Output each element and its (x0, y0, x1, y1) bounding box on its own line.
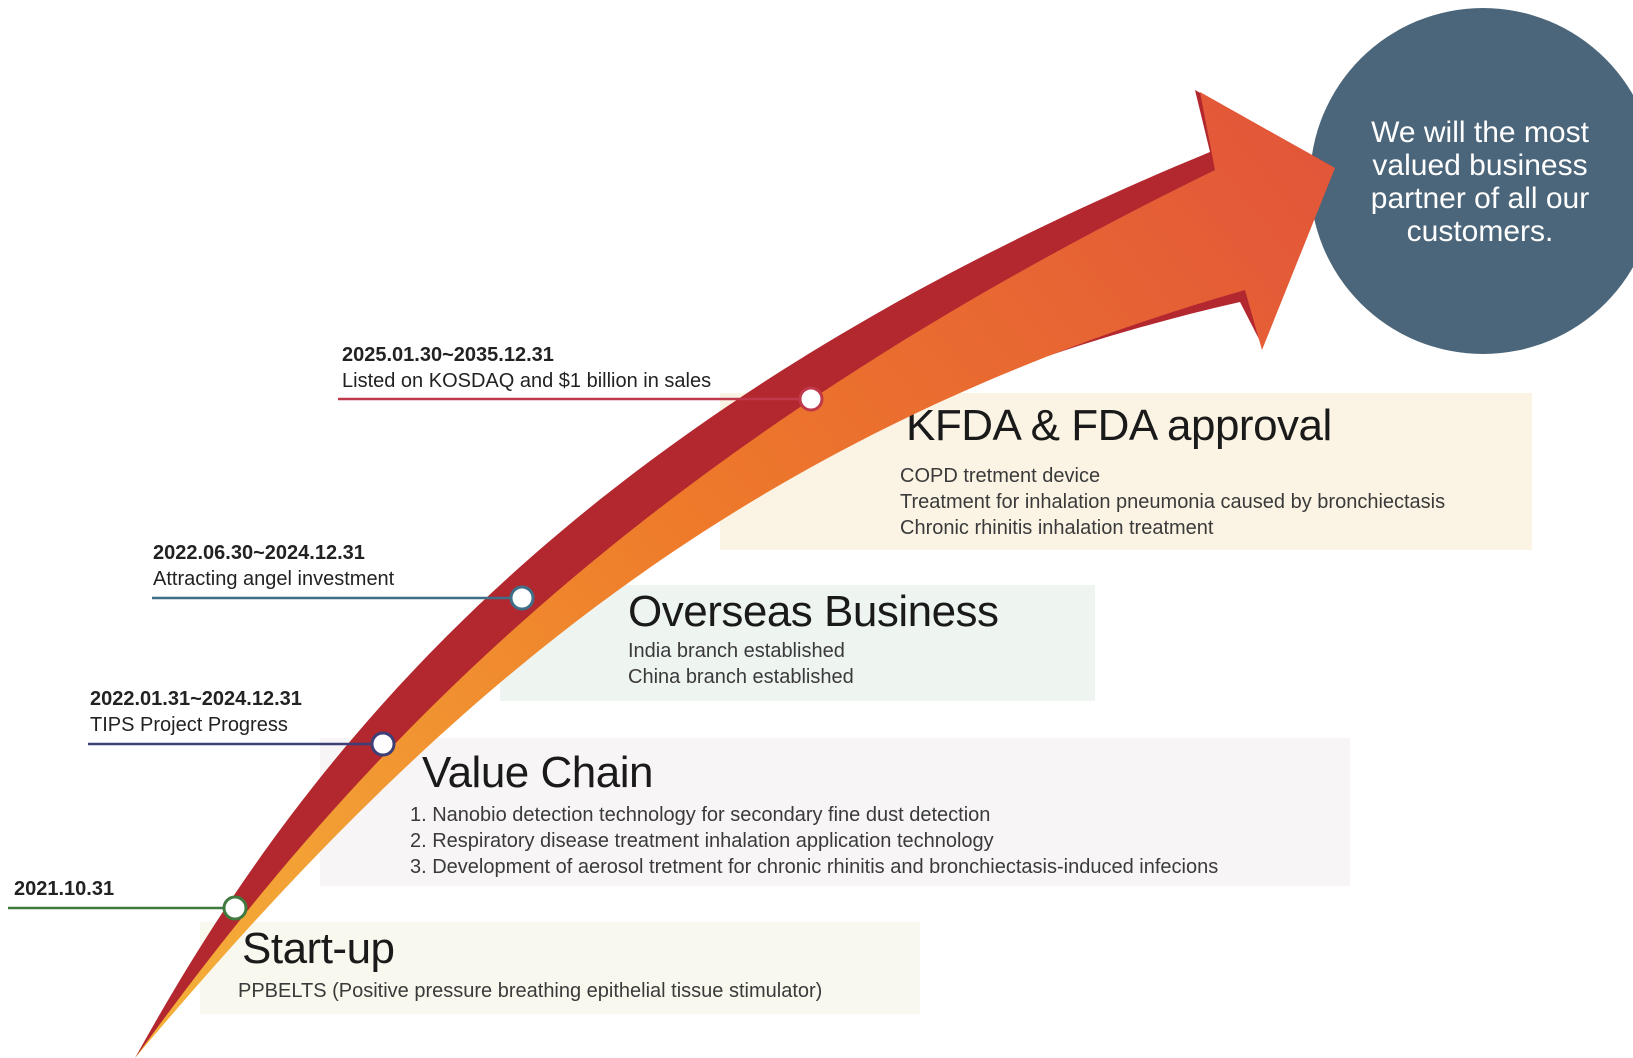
arrow-body (135, 92, 1335, 1058)
stage-line: Chronic rhinitis inhalation treatment (900, 517, 1214, 539)
milestone-desc: Listed on KOSDAQ and $1 billion in sales (342, 370, 712, 392)
goal-statement: We will the most valued business partner… (1370, 116, 1590, 248)
stage-title: Value Chain (422, 748, 653, 797)
stage-line: COPD tretment device (900, 465, 1101, 487)
stage-title: Overseas Business (628, 587, 999, 636)
milestone-marker (798, 386, 824, 412)
milestone-label: 2022.01.31~2024.12.31 TIPS Project Progr… (90, 686, 302, 738)
stage-lines: 1. Nanobio detection technology for seco… (410, 802, 1218, 880)
milestone-marker (370, 731, 396, 757)
milestone-marker (509, 585, 535, 611)
stage-lines: India branch established China branch es… (628, 638, 854, 690)
milestone-date: 2025.01.30~2035.12.31 (342, 344, 554, 366)
stage-title: Start-up (242, 924, 395, 973)
stage-box-startup: Start-up PPBELTS (Positive pressure brea… (200, 922, 920, 1014)
milestone-desc: TIPS Project Progress (90, 714, 288, 736)
stage-line: 2. Respiratory disease treatment inhalat… (410, 830, 994, 852)
stage-lines: PPBELTS (Positive pressure breathing epi… (238, 978, 822, 1004)
stage-line: India branch established (628, 640, 845, 662)
stage-title: KFDA & FDA approval (906, 401, 1332, 450)
milestone-date: 2022.01.31~2024.12.31 (90, 688, 302, 710)
milestone-date: 2021.10.31 (14, 878, 115, 900)
stage-line: China branch established (628, 666, 854, 688)
stage-line: Treatment for inhalation pneumonia cause… (900, 491, 1446, 513)
milestone-label: 2025.01.30~2035.12.31 Listed on KOSDAQ a… (342, 342, 711, 394)
milestone-label: 2021.10.31 (14, 876, 114, 902)
milestone-desc: Attracting angel investment (153, 568, 395, 590)
stage-box-value-chain: Value Chain 1. Nanobio detection technol… (320, 738, 1350, 886)
stage-line: 1. Nanobio detection technology for seco… (410, 804, 991, 826)
goal-circle (1310, 8, 1633, 354)
milestone-date: 2022.06.30~2024.12.31 (153, 542, 365, 564)
stage-line: PPBELTS (Positive pressure breathing epi… (238, 980, 823, 1002)
milestone-label: 2022.06.30~2024.12.31 Attracting angel i… (153, 540, 394, 592)
milestone-marker (222, 895, 248, 921)
stage-box-kfda: KFDA & FDA approval COPD tretment device… (720, 393, 1532, 550)
stage-lines: COPD tretment device Treatment for inhal… (900, 463, 1445, 541)
stage-line: 3. Development of aerosol tretment for c… (410, 856, 1219, 878)
stage-box-overseas: Overseas Business India branch establish… (500, 585, 1095, 701)
